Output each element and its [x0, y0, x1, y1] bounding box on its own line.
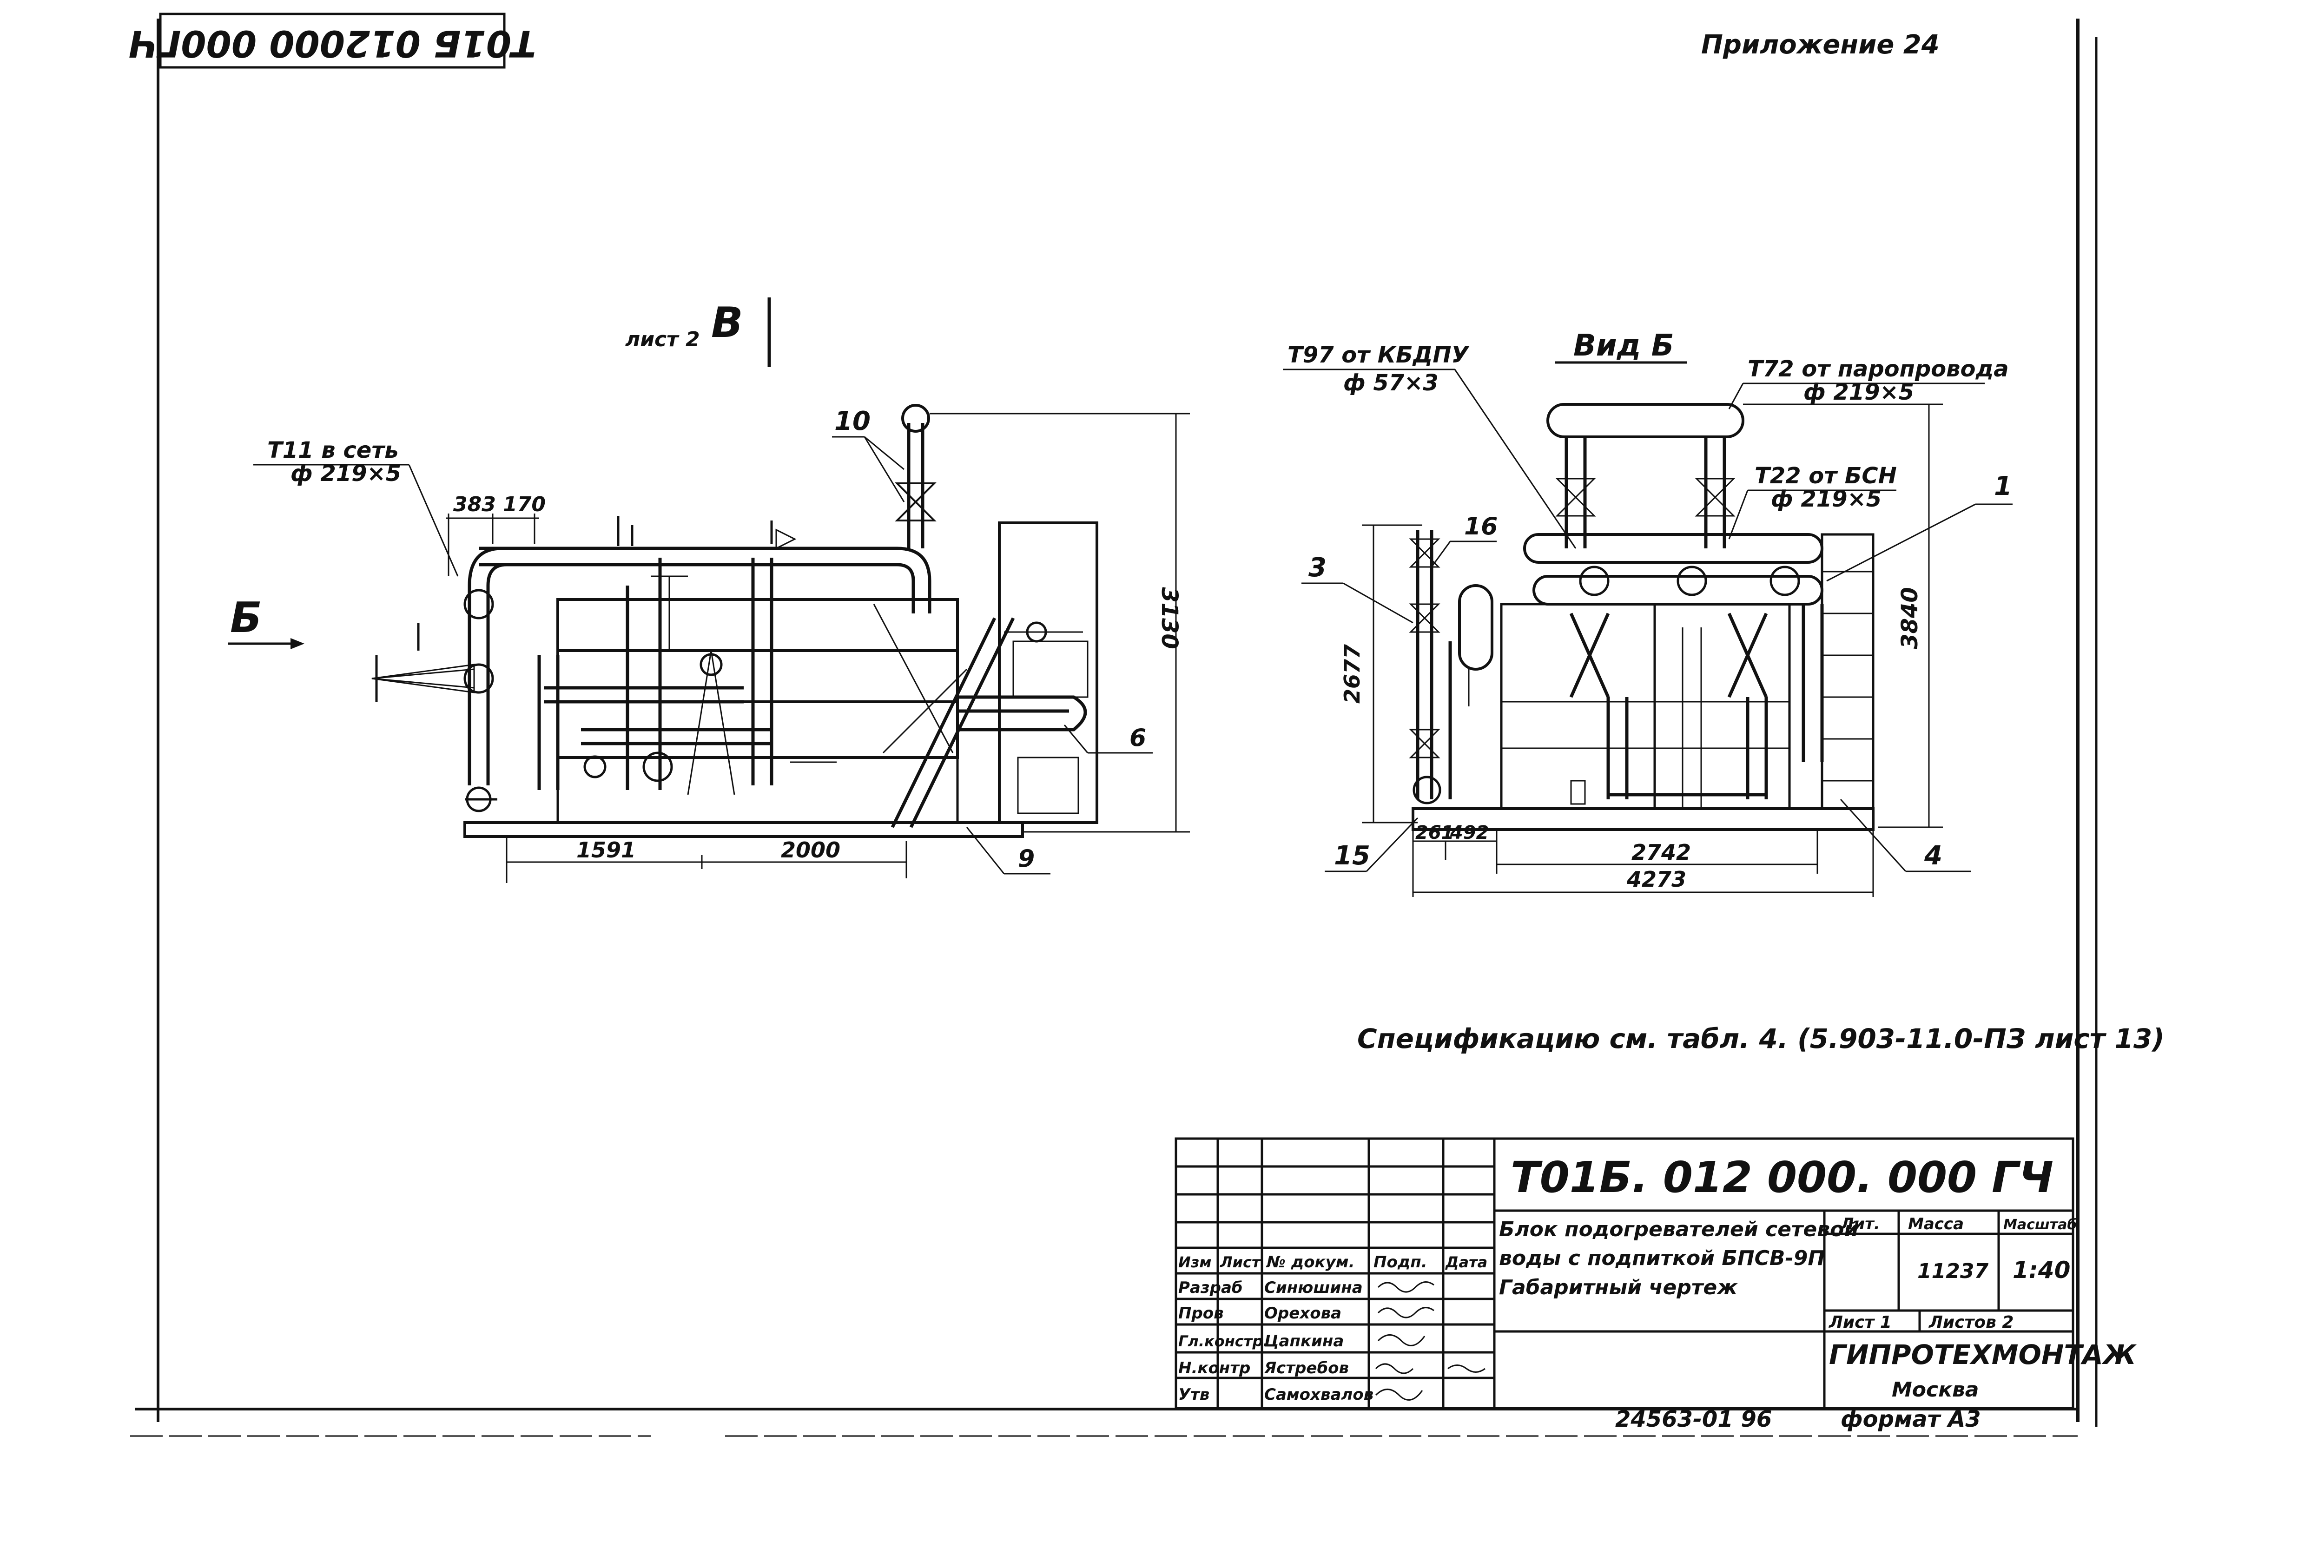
view-arrow-letter: Б: [230, 593, 262, 642]
right-t22-title: Т22 от БСН: [1755, 463, 1897, 489]
title-block: Т01Б. 012 000. 000 ГЧ Изм Лист № докум. …: [1175, 1137, 2137, 1410]
bottom-format: формат А3: [1841, 1406, 1981, 1432]
tb-city: Москва: [1892, 1378, 1979, 1402]
view-arrow: Б: [228, 593, 304, 649]
tb-name-line3: Габаритный чертеж: [1499, 1276, 1738, 1299]
tb-header-izm: Изм: [1178, 1253, 1212, 1271]
left-dim-bottom-right: 2000: [781, 837, 840, 863]
right-dim-261: 261: [1415, 822, 1454, 843]
left-dim-height: 3130: [1156, 587, 1182, 649]
tb-role-utv: Утв: [1178, 1385, 1209, 1404]
tb-role-prov: Пров: [1178, 1304, 1224, 1323]
tb-role-razrab: Разраб: [1178, 1278, 1243, 1297]
corner-stamp: Т01Б 012000 000ГЧ: [129, 13, 536, 69]
tb-header-date: Дата: [1445, 1253, 1487, 1271]
left-view: 10 Т11 в сеть ф 219×5 383 170 3130 1591 …: [253, 404, 1190, 883]
left-t11-title: Т11 в сеть: [267, 437, 399, 463]
tb-header-doc: № докум.: [1266, 1253, 1355, 1272]
tb-mass-value: 11237: [1917, 1259, 1988, 1283]
tb-lit-label: Лит.: [1840, 1215, 1880, 1233]
right-t97-size: ф 57×3: [1343, 370, 1439, 396]
right-dim-4273: 4273: [1626, 867, 1686, 892]
right-t72-title: Т72 от паропровода: [1748, 356, 2009, 382]
tb-org: ГИПРОТЕХМОНТАЖ: [1829, 1339, 2137, 1370]
left-dim-top: 383 170: [453, 493, 546, 516]
left-pos-9: 9: [1018, 845, 1035, 873]
right-pos-3: 3: [1308, 553, 1327, 583]
right-pos-4: 4: [1924, 841, 1942, 871]
corner-stamp-text: Т01Б 012000 000ГЧ: [129, 22, 536, 64]
tb-sheet-label: Лист 1: [1829, 1313, 1892, 1332]
right-t97-title: Т97 от КБДПУ: [1287, 342, 1470, 368]
tb-header-sign: Подп.: [1373, 1253, 1427, 1272]
tb-name-line2: воды с подпиткой БПСВ-9П: [1499, 1246, 1825, 1270]
right-dim-right-height: 3840: [1897, 587, 1923, 649]
spec-note: Спецификацию см. табл. 4. (5.903-11.0-ПЗ…: [1357, 1023, 2165, 1054]
section-letter: В: [711, 298, 743, 347]
right-pos-1: 1: [1994, 471, 2012, 501]
section-sheet-label: лист 2: [625, 328, 700, 351]
tb-role-nkontr: Н.контр: [1178, 1359, 1250, 1377]
tb-scale-value: 1:40: [2013, 1257, 2070, 1284]
right-dim-492: 492: [1450, 822, 1489, 843]
tb-name-line1: Блок подогревателей сетевой: [1499, 1218, 1858, 1241]
section-reference: лист 2 В: [625, 297, 771, 367]
tb-name-razrab: Синюшина: [1264, 1278, 1363, 1297]
right-view: Вид Б: [1283, 329, 2013, 897]
tb-name-prov: Орехова: [1264, 1304, 1341, 1323]
tb-sheets-label: Листов 2: [1928, 1313, 2014, 1332]
right-view-title: Вид Б: [1573, 329, 1674, 363]
tb-name-utv: Самохвалов: [1264, 1385, 1373, 1404]
right-dim-2742: 2742: [1631, 840, 1691, 865]
left-dim-bottom-left: 1591: [576, 837, 636, 863]
tb-name-nkontr: Ястребов: [1264, 1359, 1349, 1377]
left-pos-6: 6: [1129, 724, 1146, 752]
appendix-label: Приложение 24: [1701, 30, 1940, 60]
right-dim-left-height: 2677: [1340, 644, 1365, 704]
tb-scale-label: Масштаб: [2003, 1217, 2077, 1233]
left-pos-10: 10: [834, 406, 871, 436]
right-pos-16: 16: [1464, 513, 1498, 540]
tb-role-glkonstr: Гл.констр.: [1178, 1332, 1268, 1350]
bottom-inv-number: 24563-01 96: [1615, 1406, 1772, 1432]
tb-name-glkonstr: Цапкина: [1264, 1332, 1344, 1351]
title-doc-number: Т01Б. 012 000. 000 ГЧ: [1511, 1153, 2053, 1202]
right-pos-15: 15: [1334, 841, 1370, 871]
tb-header-list: Лист: [1220, 1253, 1261, 1271]
tb-mass-label: Масса: [1908, 1215, 1964, 1233]
